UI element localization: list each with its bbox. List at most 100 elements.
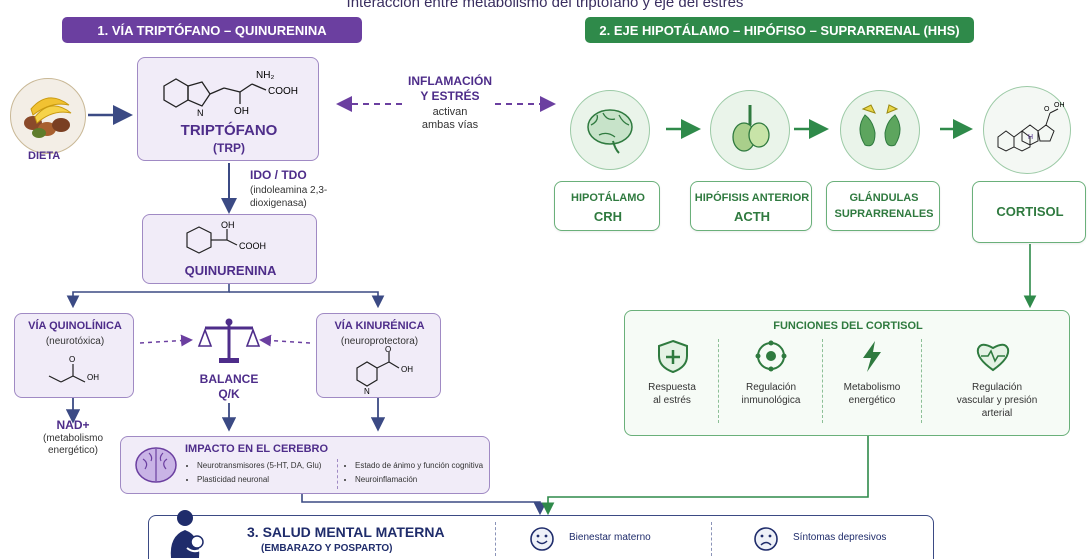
enzyme-desc: (indoleamina 2,3-dioxigenasa) xyxy=(250,185,328,209)
maternal-health-title: 3. SALUD MENTAL MATERNA xyxy=(247,524,445,540)
arrow-kyn-quinolinic xyxy=(66,284,230,309)
nad-desc: (metabolismo energético) xyxy=(42,433,104,456)
brain-impact-right-list: Estado de ánimo y función cognitiva Neur… xyxy=(343,459,503,487)
arrow-quinolinic-balance xyxy=(139,334,193,347)
cortisol-functions-box: FUNCIONES DEL CORTISOL Respuesta al estr… xyxy=(624,310,1070,436)
balance-scale-icon xyxy=(197,318,261,363)
quinolinic-structure: O OH xyxy=(48,355,99,383)
kynurenic-box: VÍA KINURÉNICA (neuroprotectora) O OH N xyxy=(316,313,441,398)
tryptophan-subtitle: (TRP) xyxy=(213,141,245,155)
step-hypothalamus-hormone: CRH xyxy=(593,209,623,224)
smiley-icon xyxy=(530,527,554,551)
trp-cooh-label: COOH xyxy=(268,86,298,97)
pituitary-gland-icon xyxy=(732,105,770,152)
cortisol-oh-label: OH xyxy=(1054,102,1065,109)
brain-icon xyxy=(135,447,177,483)
quinolinic-o-label: O xyxy=(69,355,75,364)
balance-label: BALANCE Q/K xyxy=(199,372,259,401)
cortisol-o-label: O xyxy=(1044,106,1050,113)
function-label: Metabolismo energético xyxy=(843,382,901,406)
function-divider xyxy=(921,339,922,423)
function-label: Regulación inmunológica xyxy=(741,382,801,406)
kyn-oh-label: OH xyxy=(221,220,235,230)
quinolinic-title: VÍA QUINOLÍNICA xyxy=(28,320,122,332)
section1-banner: 1. VÍA TRIPTÓFANO – QUINURENINA xyxy=(62,17,362,43)
step-adrenal-line2: SUPRARRENALES xyxy=(834,208,934,220)
step-adrenal: GLÁNDULAS SUPRARRENALES xyxy=(826,181,940,231)
heart-pulse-icon xyxy=(976,343,1010,372)
function-divider xyxy=(822,339,823,423)
tryptophan-structure: NH₂ COOH OH N xyxy=(163,70,298,118)
brain-impact-divider xyxy=(337,459,338,489)
step-pituitary-hormone: ACTH xyxy=(733,209,771,224)
inflammation-title: INFLAMACIÓN Y ESTRÉS xyxy=(408,74,492,103)
cortisol-circle: OH O H xyxy=(983,86,1071,174)
quinolinic-subtitle: (neurotóxica) xyxy=(45,336,105,347)
brain-impact-box: IMPACTO EN EL CEREBRO Neurotransmisores … xyxy=(120,436,490,494)
adrenal-circle xyxy=(840,90,920,170)
brain-impact-item: Neuroinflamación xyxy=(355,473,503,487)
immune-cell-icon xyxy=(755,340,787,372)
quinolinic-oh-label: OH xyxy=(87,373,99,382)
arrow-kynurenic-balance xyxy=(259,334,311,347)
enzyme-title: IDO / TDO xyxy=(250,168,307,182)
step-pituitary: HIPÓFISIS ANTERIOR ACTH xyxy=(690,181,812,231)
trp-n-label: N xyxy=(197,108,204,118)
diet-food-image xyxy=(10,78,86,154)
function-label: Respuesta al estrés xyxy=(648,382,696,406)
function-label: Regulación vascular y presión arterial xyxy=(956,382,1038,419)
brain-icon xyxy=(587,109,633,154)
kynurenic-title: VÍA KINURÉNICA xyxy=(334,320,425,332)
step-adrenal-name: GLÁNDULAS xyxy=(849,192,919,204)
food-icon xyxy=(24,97,72,138)
function-divider xyxy=(718,339,719,423)
outcome-label: Síntomas depresivos xyxy=(793,532,887,543)
shield-plus-icon xyxy=(658,339,688,374)
cortisol-structure: OH O H xyxy=(997,102,1065,152)
step-hypothalamus: HIPOTÁLAMO CRH xyxy=(554,181,660,231)
quinolinic-box: VÍA QUINOLÍNICA (neurotóxica) O OH xyxy=(14,313,134,398)
kyn-cooh-label: COOH xyxy=(239,241,266,251)
kidneys-adrenal-icon xyxy=(859,104,901,147)
hypothalamus-circle xyxy=(570,90,650,170)
cortisol-h-label: H xyxy=(1028,134,1033,141)
brain-impact-item: Estado de ánimo y función cognitiva xyxy=(355,459,503,473)
arrow-kyn-kynurenic xyxy=(229,291,385,309)
maternal-divider xyxy=(495,522,496,556)
step-hypothalamus-name: HIPOTÁLAMO xyxy=(571,192,645,204)
tryptophan-title: TRIPTÓFANO xyxy=(180,122,278,139)
kynurenic-structure: O OH N xyxy=(356,345,413,396)
nad-title: NAD+ xyxy=(56,418,90,432)
kynurenine-structure: OH COOH xyxy=(186,220,266,254)
brain-impact-item: Neurotransmisores (5-HT, DA, Glu) xyxy=(197,459,347,473)
arrow-brain-maternal xyxy=(301,494,547,516)
arrow-functions-maternal xyxy=(541,436,869,516)
step-cortisol: CORTISOL xyxy=(972,181,1086,243)
pituitary-circle xyxy=(710,90,790,170)
section2-banner: 2. EJE HIPOTÁLAMO – HIPÓFISO – SUPRARREN… xyxy=(585,17,974,43)
maternal-divider xyxy=(711,522,712,556)
step-cortisol-name: CORTISOL xyxy=(996,204,1064,219)
kynurenic-n-label: N xyxy=(364,387,370,396)
maternal-health-box: 3. SALUD MENTAL MATERNA (EMBARAZO Y POSP… xyxy=(148,510,934,559)
tryptophan-box: NH₂ COOH OH N TRIPTÓFANO (TRP) xyxy=(137,57,319,161)
step-pituitary-name: HIPÓFISIS ANTERIOR xyxy=(694,192,810,204)
lightning-icon xyxy=(863,341,881,372)
brain-impact-title: IMPACTO EN EL CEREBRO xyxy=(185,443,329,455)
maternal-health-subtitle: (EMBARAZO Y POSPARTO) xyxy=(261,543,393,554)
inflammation-desc: activan ambas vías xyxy=(421,106,479,131)
kynurenine-box: OH COOH QUINURENINA xyxy=(142,214,317,284)
brain-impact-left-list: Neurotransmisores (5-HT, DA, Glu) Plasti… xyxy=(185,459,347,487)
page-title: Interacción entre metabolismo del triptó… xyxy=(346,0,744,11)
kynurenic-o-label: O xyxy=(385,345,391,354)
kynurenic-subtitle: (neuroprotectora) xyxy=(340,336,419,347)
kynurenine-title: QUINURENINA xyxy=(184,263,277,278)
kynurenic-oh-label: OH xyxy=(401,365,413,374)
trp-nh2-label: NH₂ xyxy=(256,70,274,81)
outcome-label: Bienestar materno xyxy=(569,532,651,543)
cortisol-functions-title: FUNCIONES DEL CORTISOL xyxy=(773,320,923,332)
trp-oh-label: OH xyxy=(234,106,249,117)
sad-face-icon xyxy=(754,527,778,551)
diet-label: DIETA xyxy=(28,150,61,162)
